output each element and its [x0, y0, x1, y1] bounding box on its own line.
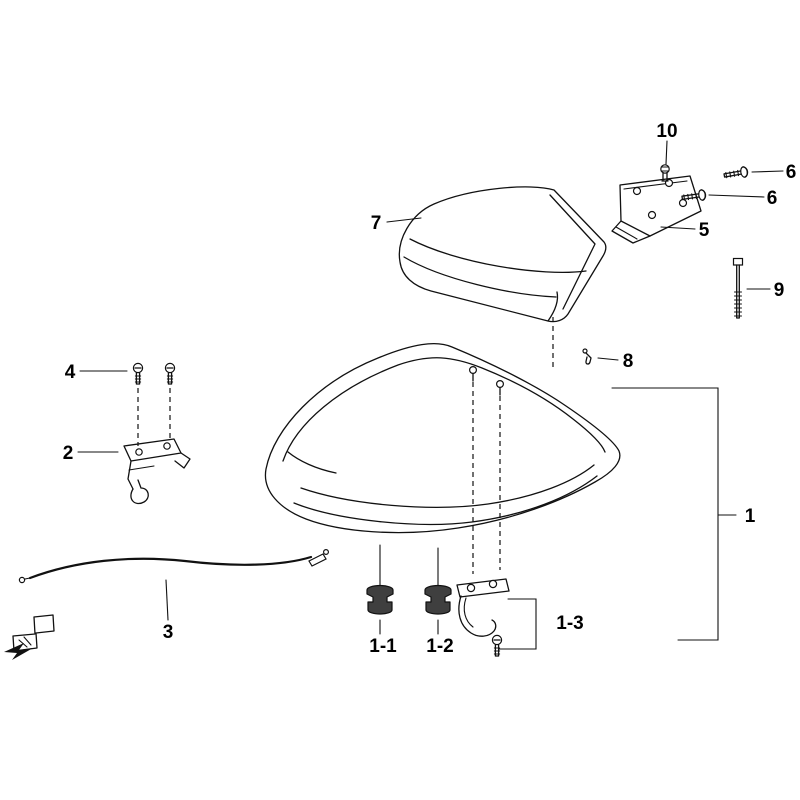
damper-part-1-2 [424, 547, 452, 615]
bolt-head-facets [660, 166, 670, 172]
part-label-9: 9 [774, 280, 785, 301]
part-label-1-3: 1-3 [556, 613, 583, 634]
lock-hook [130, 479, 149, 505]
seat-cable-part-3 [18, 548, 330, 584]
hook-strap [458, 595, 497, 637]
part-label-6b: 6 [767, 188, 778, 209]
seat-bottom-piping-outer [293, 475, 598, 526]
bolt-part-10 [660, 164, 670, 182]
bolt-threads [733, 291, 743, 317]
bracket-plate-edge [623, 180, 688, 190]
leader-3 [165, 579, 169, 621]
lock-arm [174, 452, 191, 469]
bracket-flange-edge [615, 226, 638, 240]
lock-plate [123, 438, 182, 462]
seat-nose-seam [287, 451, 337, 474]
seat-top-seam [282, 357, 606, 462]
leader-6-lower [708, 194, 765, 198]
bracket-flange [611, 220, 651, 244]
seat-lock-part-2 [123, 438, 191, 505]
cowl-surface-curve-1 [403, 256, 557, 298]
leader-7 [386, 217, 422, 223]
cable-nub [323, 548, 330, 555]
callout-bracket-1-3 [498, 598, 537, 650]
clip-body [585, 352, 592, 365]
seat-mount-screws [469, 366, 505, 396]
hinge-bracket-part-5 [611, 175, 702, 244]
part-label-4: 4 [65, 362, 76, 383]
cowl-outline [398, 186, 607, 323]
assembly-dashed-lines [472, 317, 554, 574]
clip-head [582, 348, 588, 354]
cable-end-ring [18, 576, 26, 584]
hook-plate-bolt [488, 579, 498, 589]
bolt-head [660, 164, 670, 174]
part-label-3: 3 [163, 622, 174, 643]
callout-bracket-1 [611, 387, 719, 641]
part-labels: 10 6 6 5 9 8 7 1 4 2 3 1-1 1-2 1-3 [63, 121, 797, 657]
callout-lines [77, 140, 784, 650]
lock-hole [163, 442, 171, 450]
cowl-surface-curve-2 [409, 238, 587, 274]
lock-hole [135, 448, 143, 456]
hook-bracket-part-1-3 [456, 578, 510, 657]
hook-plate-bolt [466, 583, 476, 593]
front-arrow-icon [4, 643, 33, 660]
front-marker [4, 614, 55, 660]
hook-plate [456, 578, 510, 598]
bracket-hole [632, 186, 642, 196]
leader-10 [665, 140, 668, 165]
part-label-8: 8 [623, 351, 634, 372]
lock-drop [127, 460, 134, 490]
cowl-rear-step [547, 291, 559, 322]
clip-part-8 [582, 348, 592, 365]
bracket-hole [678, 198, 688, 208]
part-label-1-1: 1-1 [369, 636, 397, 657]
part-label-1-2: 1-2 [426, 636, 453, 657]
damper-part-1-1 [366, 544, 394, 615]
part-label-6a: 6 [786, 162, 797, 183]
leader-6-upper [751, 170, 784, 173]
part-label-5: 5 [699, 220, 710, 241]
bolt-shaft [661, 172, 669, 182]
seat-cowl-part-7 [398, 186, 607, 323]
part-label-2: 2 [63, 443, 74, 464]
seat-part-1 [264, 342, 621, 534]
hook-strap-inner [463, 597, 474, 628]
bolt-part-9 [732, 257, 744, 319]
screws-part-4 [132, 362, 176, 446]
leader-8 [597, 357, 619, 361]
mount-screw-head [469, 366, 478, 375]
bracket-plate [619, 175, 702, 237]
lock-brace [128, 465, 155, 471]
seat-outline [264, 342, 621, 534]
part-label-7: 7 [371, 213, 382, 234]
bolt-head [732, 257, 744, 266]
leader-5 [660, 226, 696, 230]
seat-bottom-piping-inner [300, 464, 595, 508]
cable-fitting [308, 553, 327, 567]
bracket-hole [647, 210, 657, 220]
part-label-10: 10 [656, 121, 677, 142]
part-label-1: 1 [745, 506, 756, 527]
screw-part-6-upper [722, 165, 750, 182]
cowl-right-edge [549, 194, 596, 310]
mount-screw-head [496, 380, 505, 389]
cable-wire [28, 555, 313, 580]
